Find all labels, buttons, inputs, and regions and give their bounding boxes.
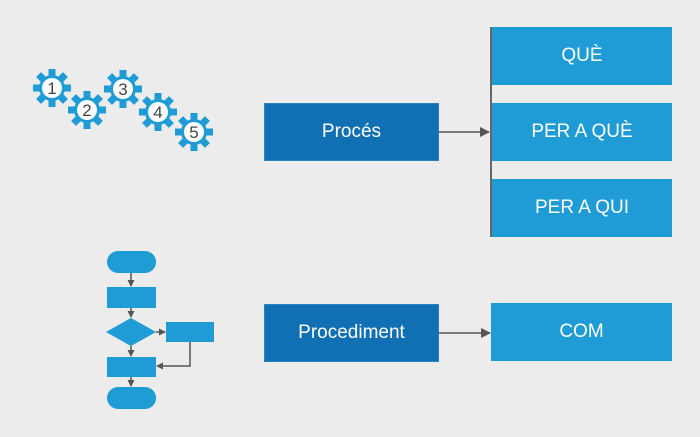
procedure-box: Procediment bbox=[264, 304, 439, 362]
output-label: PER A QUI bbox=[535, 197, 629, 218]
gear-icon: 2 bbox=[68, 91, 106, 129]
svg-text:3: 3 bbox=[118, 80, 127, 99]
output-box-what: QUÈ bbox=[492, 27, 672, 85]
procedure-label: Procediment bbox=[298, 322, 405, 343]
output-label: COM bbox=[559, 321, 604, 342]
gear-icon: 1 bbox=[33, 69, 71, 107]
flowchart-icon bbox=[106, 251, 214, 409]
output-box-for-whom: PER A QUI bbox=[492, 179, 672, 237]
output-box-how: COM bbox=[491, 303, 672, 361]
gears-icon: 1 2 3 4 5 bbox=[33, 69, 213, 151]
output-box-what-for: PER A QUÈ bbox=[492, 103, 672, 161]
gear-icon: 5 bbox=[175, 113, 213, 151]
output-label: PER A QUÈ bbox=[531, 121, 633, 142]
process-box: Procés bbox=[264, 103, 439, 161]
gear-icon: 4 bbox=[139, 93, 177, 131]
process-label: Procés bbox=[321, 121, 382, 142]
svg-text:5: 5 bbox=[189, 123, 198, 142]
gear-icon: 3 bbox=[104, 70, 142, 108]
svg-text:4: 4 bbox=[153, 103, 162, 122]
svg-text:2: 2 bbox=[82, 101, 91, 120]
output-label: QUÈ bbox=[561, 45, 603, 66]
svg-text:1: 1 bbox=[47, 79, 56, 98]
